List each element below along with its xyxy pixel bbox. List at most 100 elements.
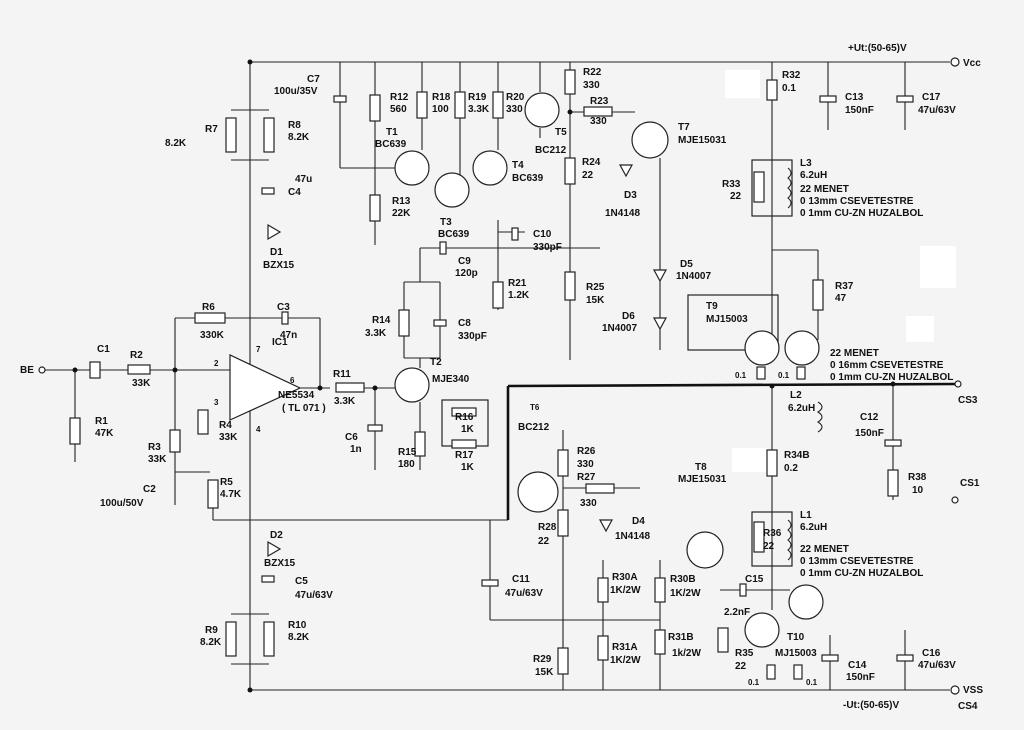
r12-resistor — [369, 94, 381, 122]
r20-value: 330 — [506, 104, 523, 115]
emitter-resistor-d — [793, 664, 803, 680]
input-terminal — [38, 366, 46, 374]
c5-capacitor — [261, 575, 275, 583]
r1-label: R1 — [95, 416, 108, 427]
r5-label: R5 — [220, 477, 233, 488]
d1-zener — [267, 223, 282, 241]
l1-note-2: 0 13mm CSEVETESTRE — [800, 556, 914, 567]
r6-label: R6 — [202, 302, 215, 313]
c1-capacitor — [89, 361, 101, 379]
ic1-pin7: 7 — [256, 345, 261, 354]
c4-capacitor — [261, 187, 275, 195]
r27-value: 330 — [580, 498, 597, 509]
c11-value: 47u/63V — [505, 588, 543, 599]
junction-dot — [72, 367, 78, 373]
c7-label: C7 — [307, 74, 320, 85]
junction-dot — [372, 385, 378, 391]
l2-note-3: 0 1mm CU-ZN HUZALBOL — [830, 372, 953, 383]
l3-note-1: 22 MENET — [800, 184, 849, 195]
c7-value: 100u/35V — [274, 86, 318, 97]
r3-label: R3 — [148, 442, 161, 453]
r35-value: 22 — [735, 661, 747, 672]
c9-value: 120p — [455, 268, 478, 279]
c11-capacitor — [481, 579, 499, 587]
r26-label: R26 — [577, 446, 596, 457]
r31a-value: 1K/2W — [610, 655, 641, 666]
c17-capacitor — [896, 95, 914, 103]
c6-capacitor — [367, 424, 383, 432]
r8-resistor — [263, 117, 275, 153]
r11-resistor — [335, 382, 365, 393]
c3-value: 47n — [280, 330, 297, 341]
r21-label: R21 — [508, 278, 527, 289]
l1-note-3: 0 1mm CU-ZN HUZALBOL — [800, 568, 923, 579]
r13-label: R13 — [392, 196, 411, 207]
r26-value: 330 — [577, 459, 594, 470]
c15-value: 2.2nF — [724, 607, 750, 618]
c13-value: 150nF — [845, 105, 874, 116]
d6-value: 1N4007 — [602, 323, 637, 334]
d2-zener — [267, 540, 282, 558]
blank-patch-2 — [920, 246, 956, 288]
c2-value: 100u/50V — [100, 498, 144, 509]
r1-value: 47K — [95, 428, 114, 439]
r4-value: 33K — [219, 432, 238, 443]
l2-note-2: 0 16mm CSEVETESTRE — [830, 360, 944, 371]
cs3-label: CS3 — [958, 395, 978, 406]
t7-transistor — [631, 121, 669, 159]
t6-value: BC212 — [518, 422, 550, 433]
r5-value: 4.7K — [220, 489, 242, 500]
r23-value: 330 — [590, 116, 607, 127]
vss-label: VSS — [963, 685, 983, 696]
l2-value: 6.2uH — [788, 403, 815, 414]
t3-value: BC639 — [438, 229, 470, 240]
t9-label: T9 — [706, 301, 718, 312]
pos-supply-label: +Ut:(50-65)V — [848, 43, 907, 54]
emitter-resistor-b — [796, 366, 806, 380]
c14-capacitor — [821, 654, 839, 662]
l3-note-3: 0 1mm CU-ZN HUZALBOL — [800, 208, 923, 219]
r4-label: R4 — [219, 420, 232, 431]
ic1-pin4: 4 — [256, 425, 261, 434]
r16-value: 1K — [461, 424, 475, 435]
r15-label: R15 — [398, 447, 417, 458]
c3-label: C3 — [277, 302, 290, 313]
junction-dot — [567, 109, 573, 115]
r21-value: 1.2K — [508, 290, 530, 301]
d3-value: 1N4148 — [605, 208, 640, 219]
r28-resistor — [557, 509, 569, 537]
c12-capacitor — [884, 439, 902, 447]
c14-label: C14 — [848, 660, 867, 671]
r37-value: 47 — [835, 293, 847, 304]
cs1-label: CS1 — [960, 478, 980, 489]
l3-value: 6.2uH — [800, 170, 827, 181]
c12-value: 150nF — [855, 428, 884, 439]
c5-label: C5 — [295, 576, 308, 587]
r24-label: R24 — [582, 157, 601, 168]
c8-capacitor — [433, 319, 447, 327]
l1-label: L1 — [800, 510, 812, 521]
d1-label: D1 — [270, 247, 283, 258]
r33-resistor — [753, 171, 765, 203]
d1-value: BZX15 — [263, 260, 295, 271]
blank-patch-3 — [906, 316, 934, 342]
t4-label: T4 — [512, 160, 524, 171]
r18-resistor — [416, 91, 428, 119]
r34b-value: 0.2 — [784, 463, 798, 474]
r25-resistor — [564, 271, 576, 301]
d6-diode — [652, 317, 668, 331]
r18-value: 100 — [432, 104, 449, 115]
r35-resistor — [717, 627, 729, 653]
cs1-terminal — [951, 496, 959, 504]
blank-patch-1 — [725, 70, 760, 98]
r30a-resistor — [597, 577, 609, 603]
vcc-label: Vcc — [963, 58, 981, 69]
t5-transistor — [524, 92, 560, 128]
c16-value: 47u/63V — [918, 660, 956, 671]
r28-value: 22 — [538, 536, 550, 547]
l2-label: L2 — [790, 390, 802, 401]
r1-resistor — [69, 417, 81, 445]
r20-label: R20 — [506, 92, 525, 103]
c15-label: C15 — [745, 574, 764, 585]
